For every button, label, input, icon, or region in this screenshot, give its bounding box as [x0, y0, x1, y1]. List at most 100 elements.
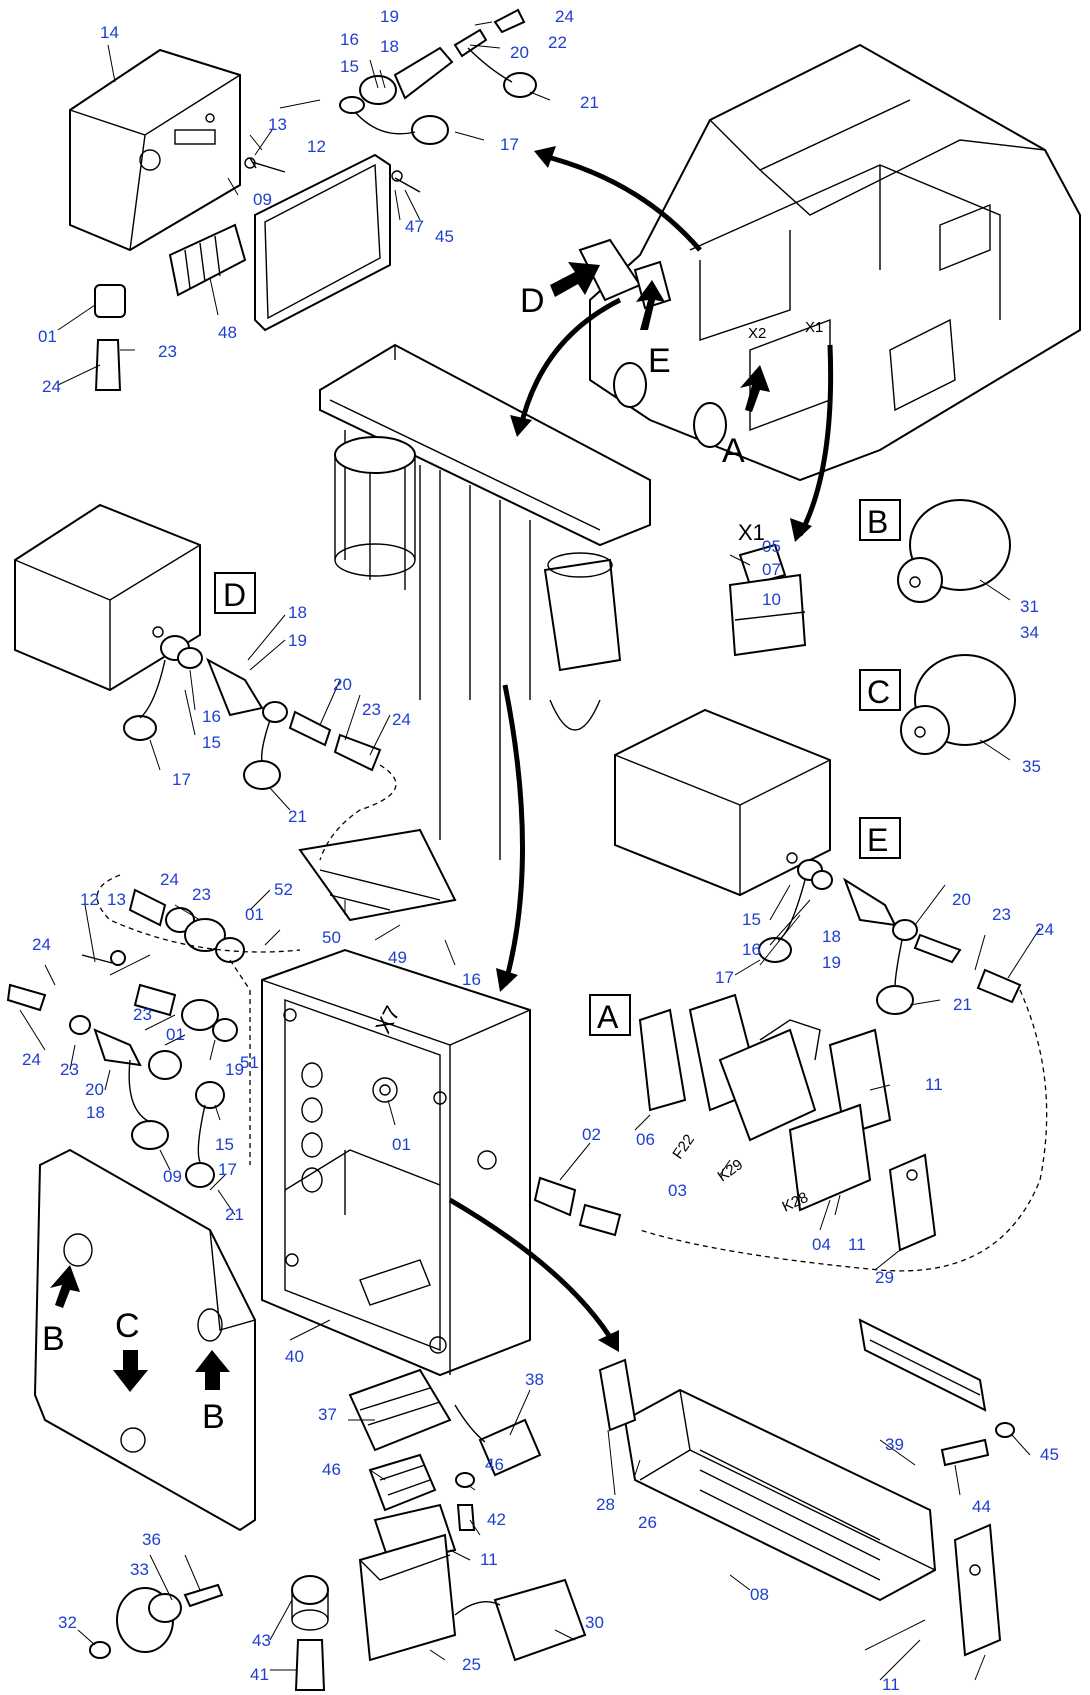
part-number-label: 49 [388, 948, 407, 967]
part-number-label: 44 [972, 1497, 991, 1516]
part-number-label: 04 [812, 1235, 831, 1254]
cover-panel-lower [33, 1148, 256, 1532]
part-number-label: 23 [992, 905, 1011, 924]
switch-view-b [897, 499, 1011, 603]
part-number-label: 24 [32, 935, 51, 954]
part-number-label: 21 [225, 1205, 244, 1224]
part-number-label: 47 [405, 217, 424, 236]
view-boxes [214, 499, 901, 1036]
part-number-label: 10 [762, 590, 781, 609]
part-number-label: 29 [875, 1268, 894, 1287]
part-number-label: 33 [130, 1560, 149, 1579]
part-number-label: 14 [100, 23, 119, 42]
part-number-label: 24 [160, 870, 179, 889]
part-number-label: 20 [952, 890, 971, 909]
housing-41 [358, 1533, 457, 1662]
part-number-label: 12 [307, 137, 326, 156]
key-switch-x1 [728, 543, 807, 657]
part-number-label: 18 [380, 37, 399, 56]
part-number-label: 15 [742, 910, 761, 929]
part-number-label: 23 [60, 1060, 79, 1079]
part-number-label: 24 [42, 377, 61, 396]
part-number-label: 18 [86, 1103, 105, 1122]
part-number-label: 18 [288, 603, 307, 622]
part-number-label: 06 [636, 1130, 655, 1149]
part-number-label: 17 [715, 968, 734, 987]
part-number-label: 36 [142, 1530, 161, 1549]
part-number-label: 45 [435, 227, 454, 246]
part-number-label: 23 [192, 885, 211, 904]
leader-lines [19, 21, 1041, 1681]
part-number-label: 20 [333, 675, 352, 694]
callout-label: A [722, 432, 745, 470]
screw-45-47 [391, 170, 421, 193]
part-number-label: 01 [166, 1025, 185, 1044]
part-number-label: 23 [362, 700, 381, 719]
part-number-label: 11 [882, 1675, 900, 1694]
part-number-label: 23 [133, 1005, 152, 1024]
insert-39 [368, 1453, 437, 1512]
callout-label: C [115, 1307, 140, 1345]
connector-marking: X2 [748, 325, 766, 342]
part-number-label: 19 [225, 1060, 244, 1079]
part-number-label: 24 [1035, 920, 1054, 939]
view-label: B [867, 504, 888, 540]
machine-cabin [578, 43, 1081, 482]
terminal-rail [598, 1318, 1015, 1657]
view-label: A [597, 999, 619, 1035]
part-number-label: 20 [85, 1080, 104, 1099]
connector-marking: K29 [715, 1156, 747, 1185]
callout-arrows [50, 262, 770, 1392]
part-number-label: 17 [500, 135, 519, 154]
part-number-label: 31 [1020, 597, 1039, 616]
connector-43 [454, 1578, 587, 1662]
part-number-label: 46 [322, 1460, 341, 1479]
part-number-label: 41 [250, 1665, 269, 1684]
part-number-label: 03 [668, 1181, 687, 1200]
part-number-label: 13 [107, 890, 126, 909]
part-number-label: 16 [742, 940, 761, 959]
part-number-label: 01 [392, 1135, 411, 1154]
view-label: C [867, 674, 890, 710]
part-number-label: 24 [392, 710, 411, 729]
part-number-label: 40 [285, 1347, 304, 1366]
callout-label: B [202, 1398, 225, 1436]
part-number-label: 15 [215, 1135, 234, 1154]
part-number-label: 18 [822, 927, 841, 946]
view-label: E [867, 822, 888, 858]
part-number-label: 02 [582, 1125, 601, 1144]
switch-box-top [69, 48, 241, 252]
part-number-label: 07 [762, 560, 781, 579]
part-number-label: 32 [58, 1613, 77, 1632]
fitting-01-top [94, 284, 126, 391]
part-number-label: 16 [462, 970, 481, 989]
relay-group-view-a [638, 993, 937, 1252]
part-number-label: 43 [252, 1631, 271, 1650]
part-number-label: 17 [218, 1160, 237, 1179]
part-number-label: 24 [555, 7, 574, 26]
part-number-label: 08 [750, 1585, 769, 1604]
part-number-label: 19 [288, 631, 307, 650]
part-number-label: 17 [172, 770, 191, 789]
callout-label: B [42, 1320, 65, 1358]
connector-cover-40 [454, 1404, 542, 1477]
part-number-label: 13 [268, 115, 287, 134]
part-number-label: 24 [22, 1050, 41, 1069]
part-number-label: 16 [202, 707, 221, 726]
part-number-label: 16 [340, 30, 359, 49]
part-number-label: 50 [322, 928, 341, 947]
main-box-x7 [261, 948, 531, 1377]
part-number-label: 48 [218, 323, 237, 342]
callout-label: D [520, 282, 545, 320]
cover-plate-top [254, 153, 391, 332]
part-number-label: 28 [596, 1495, 615, 1514]
small-parts-44-46 [455, 1472, 476, 1531]
part-number-label: 21 [953, 995, 972, 1014]
plug-stack-left [6, 874, 301, 1188]
part-number-label: 09 [163, 1167, 182, 1186]
switch-view-c [900, 654, 1016, 755]
part-number-label: 21 [580, 93, 599, 112]
